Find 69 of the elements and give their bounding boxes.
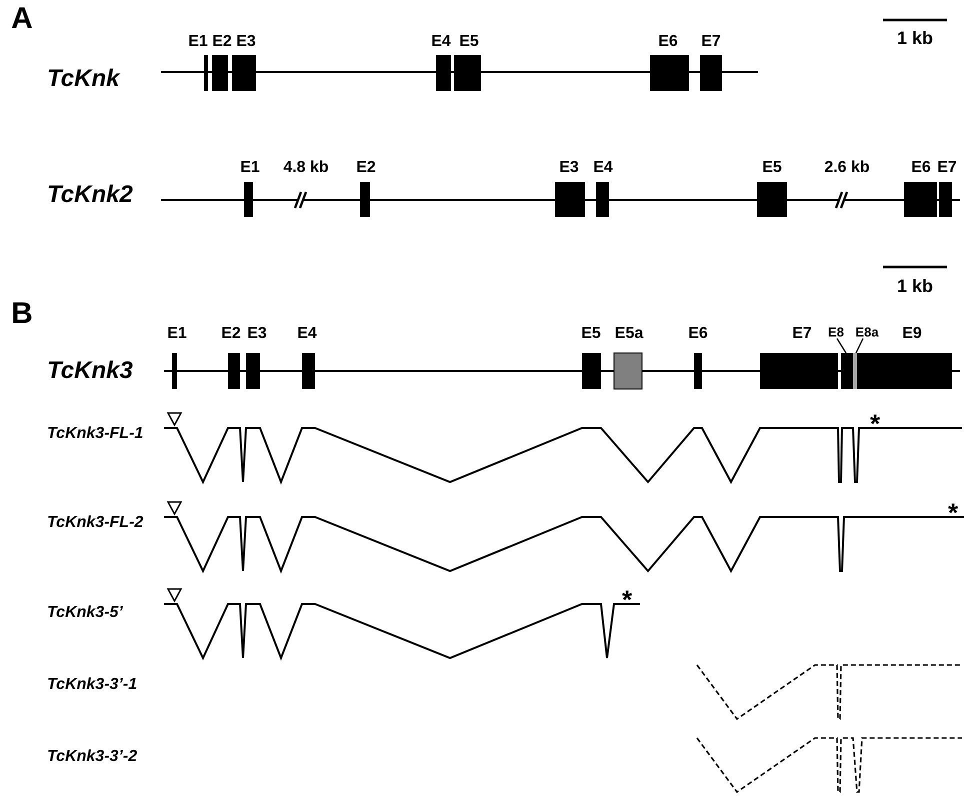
exon-block xyxy=(360,182,370,217)
exon-block xyxy=(904,182,937,217)
exon-label: E5a xyxy=(614,326,644,342)
exon-label: E7 xyxy=(701,34,721,50)
exon-label: E4 xyxy=(297,326,317,342)
exon-label: E5 xyxy=(762,160,782,176)
exon-label: E7 xyxy=(792,326,812,342)
exon-block xyxy=(694,353,702,389)
exon-block xyxy=(841,353,853,389)
exon-label: E4 xyxy=(431,34,451,50)
exon-label: E3 xyxy=(247,326,267,342)
scale-label: 1 kb xyxy=(896,277,934,295)
exon-block xyxy=(302,353,315,389)
exon-block xyxy=(228,353,240,389)
exon-block xyxy=(614,352,642,390)
asterisk-mark: * xyxy=(948,502,958,524)
exon-block xyxy=(650,55,689,91)
exon-block xyxy=(760,353,838,389)
exon-label: E9 xyxy=(902,326,922,342)
exon-block xyxy=(436,55,451,91)
leader-line xyxy=(836,338,847,354)
exon-label: E2 xyxy=(212,34,232,50)
exon-block xyxy=(857,353,952,389)
asterisk-mark: * xyxy=(622,590,632,610)
exon-block xyxy=(939,182,952,217)
exon-block xyxy=(454,55,481,91)
scale-label: 1 kb xyxy=(896,29,934,47)
exon-label: E8a xyxy=(855,326,879,338)
exon-label: E3 xyxy=(236,34,256,50)
exon-label: E1 xyxy=(240,160,260,176)
exon-label: E5 xyxy=(581,326,601,342)
exon-block xyxy=(757,182,787,217)
exon-block xyxy=(700,55,722,91)
exon-label: E7 xyxy=(937,160,957,176)
gap-length-label: 4.8 kb xyxy=(283,160,329,176)
gap-length-label: 2.6 kb xyxy=(824,160,870,176)
exon-label: E6 xyxy=(658,34,678,50)
exon-label: E3 xyxy=(559,160,579,176)
asterisk-mark: * xyxy=(870,414,880,434)
exon-label: E8 xyxy=(828,326,844,338)
exon-label: E1 xyxy=(167,326,187,342)
transcript-name: TcKnk3-3’-2 xyxy=(47,749,138,765)
transcript-name: TcKnk3-FL-2 xyxy=(47,515,144,531)
exon-label: E4 xyxy=(593,160,613,176)
exon-block xyxy=(246,353,260,389)
exon-label: E6 xyxy=(911,160,931,176)
exon-block xyxy=(232,55,256,91)
exon-block xyxy=(204,55,208,91)
exon-block xyxy=(244,182,253,217)
transcript-name: TcKnk3-5’ xyxy=(47,605,123,621)
exon-block xyxy=(172,353,177,389)
exon-label: E6 xyxy=(688,326,708,342)
exon-label: E5 xyxy=(459,34,479,50)
exon-block xyxy=(582,353,601,389)
gene-name: TcKnk2 xyxy=(47,183,133,207)
exon-label: E2 xyxy=(356,160,376,176)
exon-block xyxy=(853,353,857,389)
exon-label: E2 xyxy=(221,326,241,342)
exon-label: E1 xyxy=(188,34,208,50)
leader-line xyxy=(855,338,864,354)
exon-block xyxy=(212,55,228,91)
panel-letter: A xyxy=(11,4,33,34)
exon-block xyxy=(555,182,585,217)
transcript-name: TcKnk3-3’-1 xyxy=(47,677,138,693)
exon-block xyxy=(596,182,609,217)
gene-name: TcKnk xyxy=(47,67,120,91)
panel-letter: B xyxy=(11,299,33,329)
gene-name: TcKnk3 xyxy=(47,359,133,383)
transcript-name: TcKnk3-FL-1 xyxy=(47,426,144,442)
